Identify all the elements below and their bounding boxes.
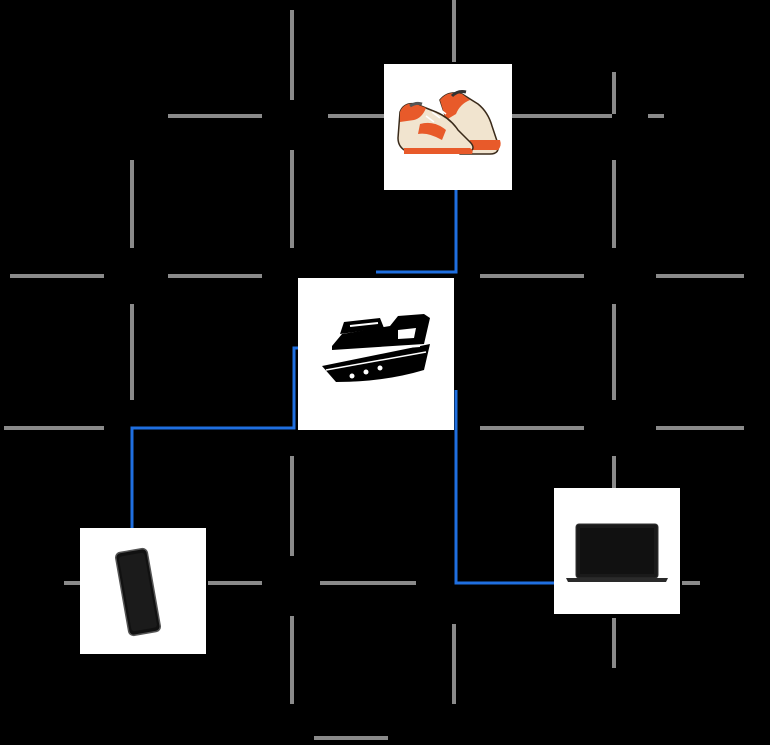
route-ship-phone bbox=[130, 346, 298, 530]
route-ship-sneakers bbox=[376, 190, 458, 274]
ship-icon bbox=[322, 314, 430, 382]
smartphone-icon bbox=[114, 547, 162, 637]
node-phone bbox=[80, 528, 206, 654]
tile-ship bbox=[298, 278, 454, 430]
background-grid bbox=[4, 0, 744, 740]
routes bbox=[130, 190, 554, 585]
node-ship bbox=[298, 278, 454, 430]
node-laptop bbox=[554, 488, 680, 614]
sneakers-icon bbox=[397, 90, 501, 155]
route-ship-laptop bbox=[454, 390, 554, 585]
node-sneakers bbox=[384, 64, 512, 190]
laptop-icon bbox=[566, 523, 668, 582]
